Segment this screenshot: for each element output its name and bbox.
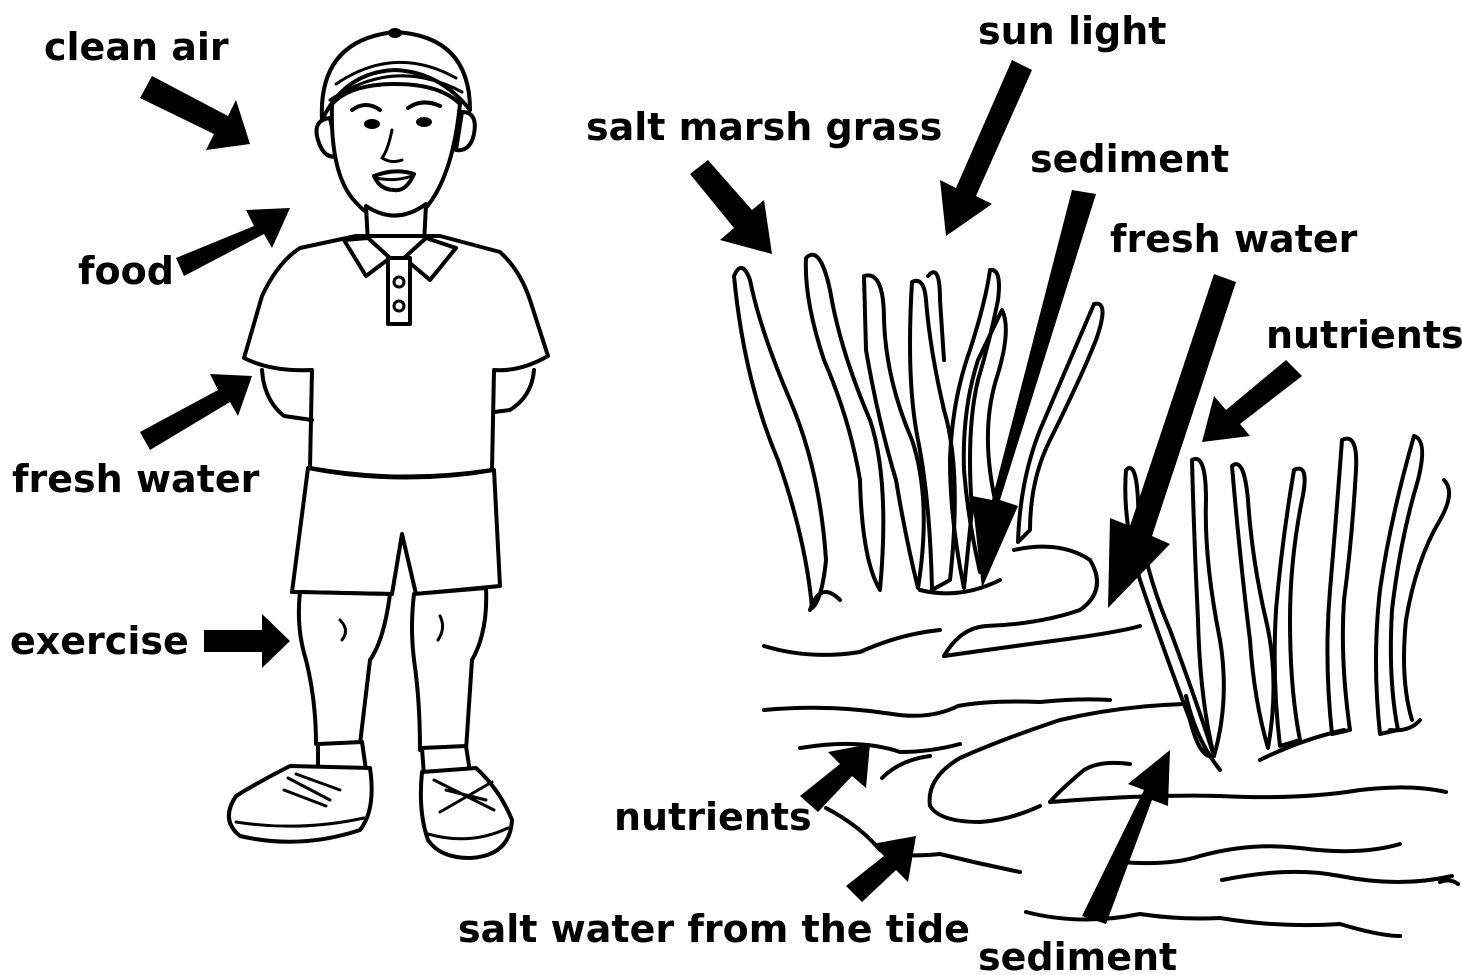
arrow-nutrients-right [1202,360,1302,442]
arrow-food [176,208,290,276]
arrow-sediment-top [972,190,1096,588]
label-sediment-bottom: sediment [978,935,1177,975]
label-sun-light: sun light [978,9,1166,53]
arrow-clean-air [140,76,250,150]
arrow-salt-marsh-grass [690,160,772,254]
label-exercise: exercise [10,619,189,663]
arrow-salt-water [846,836,916,902]
label-sediment-top: sediment [1030,137,1229,181]
boy-drawing [229,28,548,858]
arrow-fresh-water-marsh [1108,274,1236,608]
arrow-sun-light [940,60,1032,236]
label-fresh-water-marsh: fresh water [1110,217,1358,261]
label-clean-air: clean air [44,25,229,69]
arrow-exercise [204,614,290,668]
label-salt-water: salt water from the tide [458,907,970,951]
shorts [292,468,500,594]
arrow-fresh-water-person [140,374,252,450]
arrow-nutrients-bottom [800,744,870,812]
arrow-sediment-bottom [1082,750,1170,924]
label-nutrients-bottom: nutrients [614,795,812,839]
label-fresh-water-person: fresh water [12,457,260,501]
label-salt-marsh-grass: salt marsh grass [586,105,942,149]
left-shoe [229,766,372,842]
label-food: food [78,249,174,293]
label-nutrients-right: nutrients [1266,313,1462,357]
